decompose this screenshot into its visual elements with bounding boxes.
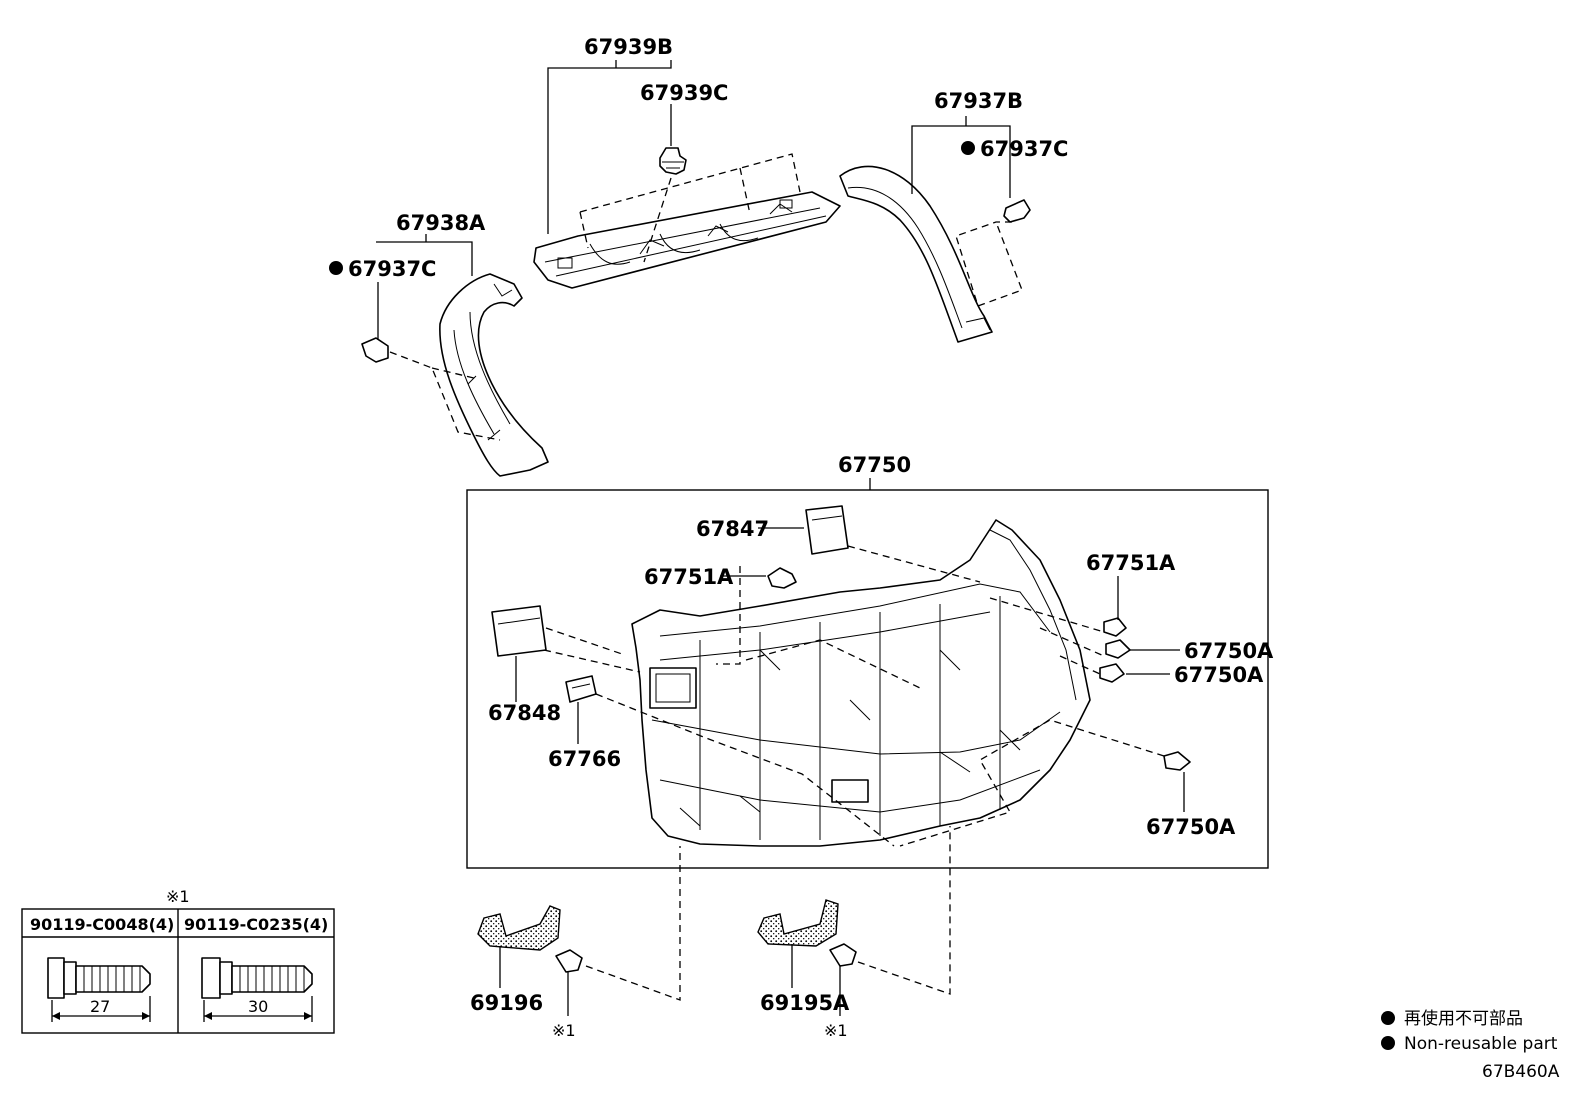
label-67766: 67766 — [548, 747, 621, 771]
leader-lines — [376, 60, 1185, 1016]
bolt-69196 — [555, 949, 583, 973]
label-67847: 67847 — [696, 517, 769, 541]
bolt-drawing-2: 30 — [201, 957, 313, 1022]
label-69195A: 69195A — [760, 991, 850, 1015]
label-67750A-2: 67750A — [1174, 663, 1264, 687]
label-67751A-left: 67751A — [644, 565, 734, 589]
assembly-box-67750 — [466, 489, 1269, 869]
label-67937C-right: 67937C — [980, 137, 1068, 161]
back-door-trim-board — [631, 519, 1091, 847]
label-67937C-left: 67937C — [348, 257, 436, 281]
label-67848: 67848 — [488, 701, 561, 725]
upper-trim-67939B — [533, 191, 841, 289]
ref-mark-2: ※1 — [824, 1021, 848, 1040]
clip-67766 — [565, 675, 597, 703]
label-67938A: 67938A — [396, 211, 486, 235]
legend-jp: 再使用不可部品 — [1404, 1008, 1523, 1029]
ref-mark-1: ※1 — [552, 1021, 576, 1040]
dashed-box-left-pillar — [389, 351, 501, 441]
label-67750: 67750 — [838, 453, 911, 477]
bolt-69195A — [829, 943, 857, 967]
cover-67847 — [805, 505, 849, 555]
dashed-box-upper-trim — [579, 153, 801, 249]
non-reusable-dot-left — [329, 261, 343, 275]
diagram-code: 67B460A — [1482, 1062, 1560, 1082]
clip-67750A-2 — [1099, 663, 1125, 683]
clip-67937C-right — [1003, 199, 1031, 223]
clip-67939C — [659, 147, 687, 175]
dashed-box-right-pillar — [955, 221, 1023, 307]
label-67937B: 67937B — [934, 89, 1023, 113]
grip-69196 — [477, 905, 561, 951]
legend: 再使用不可部品 Non-reusable part 67B460A — [1381, 1008, 1560, 1082]
dashed-lines-assembly — [543, 545, 1165, 847]
bolt-length-1: 27 — [90, 997, 110, 1016]
right-pillar-trim-67937B — [839, 165, 993, 343]
bolt-table: ※1 90119-C0048(4) 90119-C0235(4) 27 3 — [21, 887, 335, 1034]
label-67751A-right: 67751A — [1086, 551, 1176, 575]
legend-dot-jp — [1381, 1011, 1395, 1025]
label-67939B: 67939B — [584, 35, 673, 59]
bolt-length-2: 30 — [248, 997, 268, 1016]
clip-67751A-left — [767, 567, 797, 589]
clip-67937C-left — [361, 337, 389, 363]
bolt-drawing-1: 27 — [47, 957, 151, 1022]
label-67750A-1: 67750A — [1184, 639, 1274, 663]
label-67750A-3: 67750A — [1146, 815, 1236, 839]
bolt-part-1: 90119-C0048(4) — [30, 915, 174, 934]
clip-67751A-right — [1103, 617, 1127, 637]
label-69196: 69196 — [470, 991, 543, 1015]
grip-69195A — [757, 899, 839, 947]
dashed-line-67939C — [643, 177, 672, 263]
clip-67750A-3 — [1163, 751, 1191, 771]
ref-mark-table: ※1 — [166, 887, 190, 906]
part-labels: 67939B 67939C 67937B 67937C 67938A 67937… — [329, 35, 1274, 1040]
legend-en: Non-reusable part — [1404, 1034, 1558, 1054]
left-pillar-trim-67938A — [439, 273, 549, 477]
label-67939C: 67939C — [640, 81, 728, 105]
dashed-lines-grips — [585, 826, 951, 1001]
non-reusable-dot-right — [961, 141, 975, 155]
bolt-part-2: 90119-C0235(4) — [184, 915, 328, 934]
clip-67750A-1 — [1105, 639, 1131, 659]
legend-dot-en — [1381, 1036, 1395, 1050]
cover-67848 — [491, 605, 547, 657]
